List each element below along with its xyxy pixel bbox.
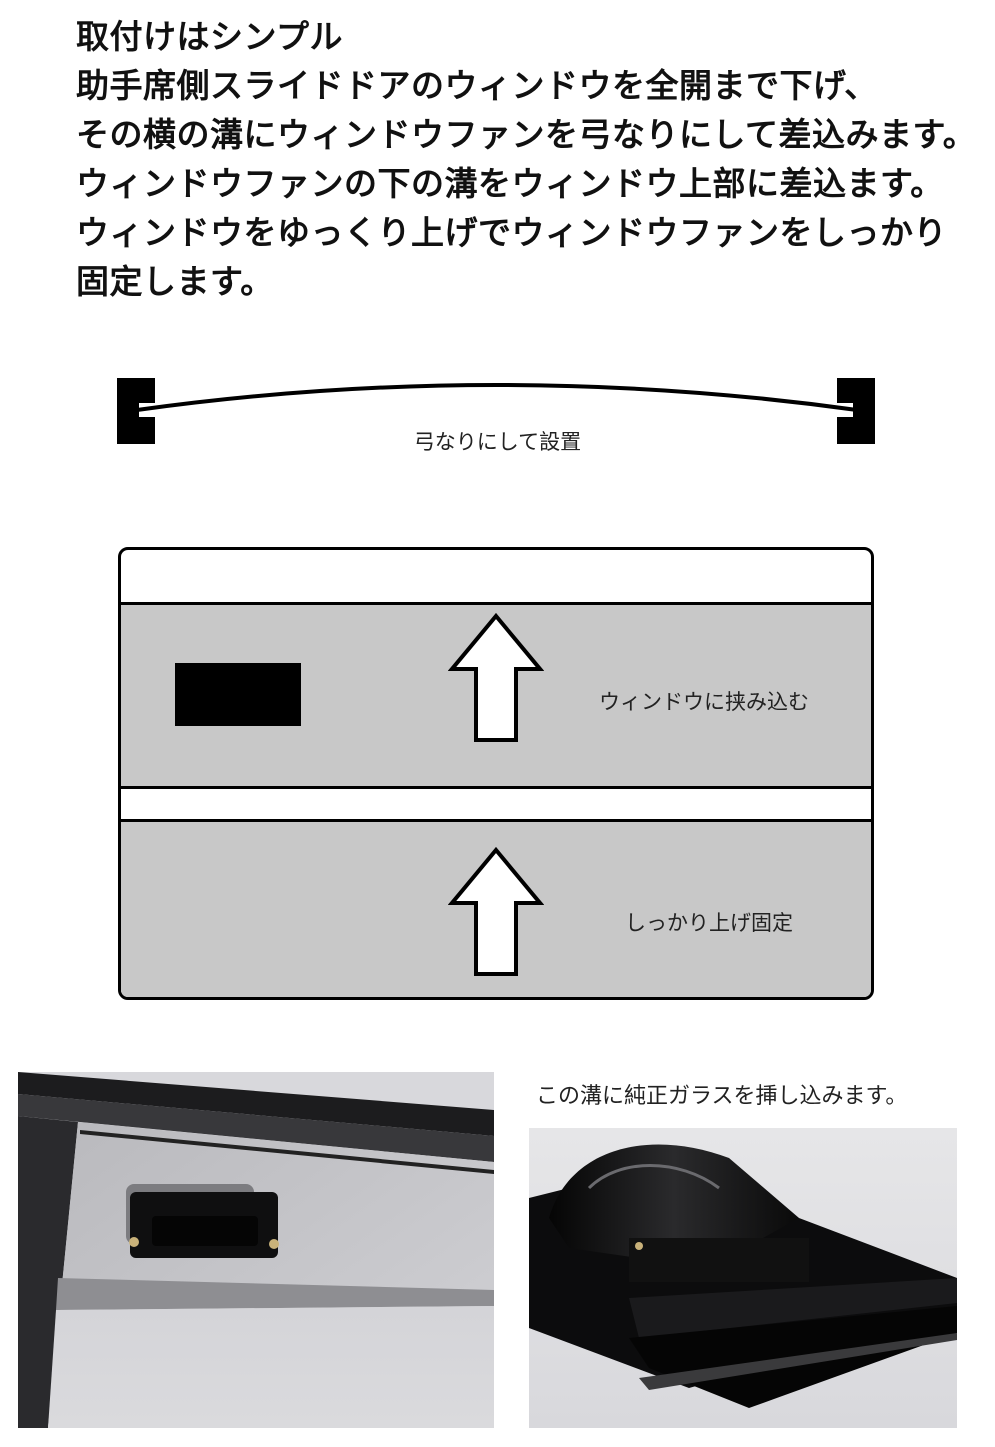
window-fan-lower-rail: [121, 762, 871, 789]
instructions: 取付けはシンプル 助手席側スライドドアのウィンドウを全開まで下げ、 その横の溝に…: [76, 12, 976, 306]
instruction-line: 助手席側スライドドアのウィンドウを全開まで下げ、: [76, 66, 878, 105]
bow-caption: 弓なりにして設置: [413, 430, 582, 454]
window-diagram: ウィンドウに挟み込む しっかり上げ固定: [118, 547, 874, 1000]
instruction-line: ウィンドウをゆっくり上げでウィンドウファンをしっかり: [76, 213, 947, 252]
bow-curve: [136, 383, 858, 412]
raise-label: しっかり上げ固定: [625, 911, 793, 935]
instructions-heading: 取付けはシンプル: [76, 17, 344, 56]
glass-groove-caption: この溝に純正ガラスを挿し込みます。: [536, 1084, 908, 1109]
bow-diagram: [117, 378, 875, 444]
fan-unit-block: [175, 663, 301, 726]
instruction-line: その横の溝にウィンドウファンを弓なりにして差込みます。: [76, 115, 977, 154]
fan-groove-closeup-photo: [529, 1128, 957, 1428]
up-arrow-icon: [448, 613, 544, 742]
instruction-line: ウィンドウファンの下の溝をウィンドウ上部に差込ます。: [76, 164, 944, 203]
up-arrow-icon: [448, 847, 544, 976]
instruction-line: 固定します。: [76, 262, 274, 301]
insert-label: ウィンドウに挟み込む: [599, 690, 809, 714]
installed-fan-photo: [18, 1072, 494, 1428]
